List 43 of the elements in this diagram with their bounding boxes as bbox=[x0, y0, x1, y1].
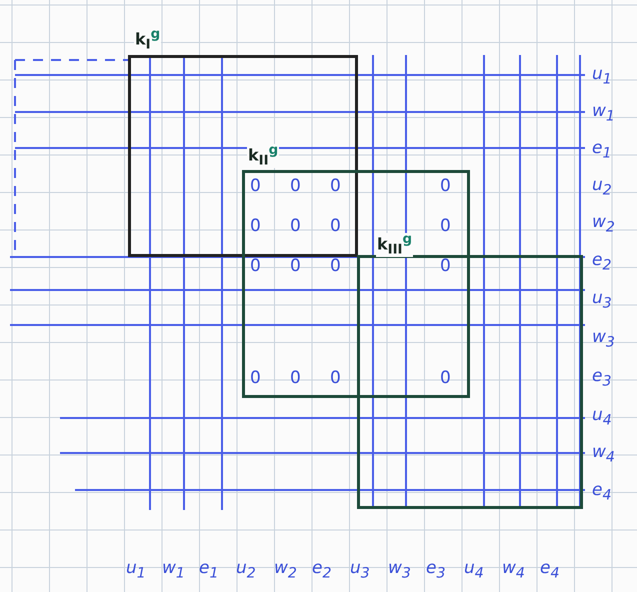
column-dof-label: e$_{3}$ bbox=[426, 560, 446, 581]
zero-entry: 0 bbox=[440, 370, 451, 387]
column-dof-label: w$_{4}$ bbox=[502, 560, 525, 581]
zero-entry: 0 bbox=[290, 258, 301, 275]
matrix-block bbox=[357, 255, 583, 509]
zero-entry: 0 bbox=[440, 258, 451, 275]
row-dof-label: e$_{4}$ bbox=[592, 482, 612, 503]
column-dof-label: u$_{4}$ bbox=[464, 560, 484, 581]
zero-entry: 0 bbox=[290, 178, 301, 195]
row-dof-label: w$_{3}$ bbox=[592, 329, 615, 350]
zero-entry: 0 bbox=[330, 178, 341, 195]
zero-entry: 0 bbox=[250, 218, 261, 235]
zero-entry: 0 bbox=[290, 218, 301, 235]
column-dof-label: e$_{4}$ bbox=[540, 560, 560, 581]
zero-entry: 0 bbox=[440, 218, 451, 235]
row-dof-label: w$_{4}$ bbox=[592, 444, 615, 465]
zero-entry: 0 bbox=[290, 370, 301, 387]
row-dof-label: u$_{2}$ bbox=[592, 177, 612, 198]
row-dof-label: w$_{1}$ bbox=[592, 103, 615, 124]
zero-entry: 0 bbox=[440, 178, 451, 195]
column-dof-label: w$_{3}$ bbox=[388, 560, 411, 581]
row-dof-label: u$_{3}$ bbox=[592, 290, 612, 311]
column-dof-label: u$_{3}$ bbox=[350, 560, 370, 581]
row-dof-label: e$_{1}$ bbox=[592, 140, 612, 161]
matrix-block bbox=[242, 170, 470, 398]
column-dof-label: e$_{2}$ bbox=[312, 560, 332, 581]
zero-entry: 0 bbox=[330, 218, 341, 235]
column-dof-label: e$_{1}$ bbox=[199, 560, 218, 581]
row-dof-label: u$_{1}$ bbox=[592, 66, 612, 87]
column-dof-label: w$_{1}$ bbox=[162, 560, 185, 581]
zero-entry: 0 bbox=[250, 258, 261, 275]
row-dof-label: u$_{4}$ bbox=[592, 407, 612, 428]
row-dof-label: e$_{2}$ bbox=[592, 252, 612, 273]
column-dof-label: u$_{1}$ bbox=[126, 560, 146, 581]
column-dof-label: w$_{2}$ bbox=[274, 560, 297, 581]
zero-entry: 0 bbox=[250, 178, 261, 195]
matrix-block bbox=[128, 55, 358, 257]
zero-entry: 0 bbox=[330, 258, 341, 275]
row-dof-label: e$_{3}$ bbox=[592, 368, 612, 389]
zero-entry: 0 bbox=[330, 370, 341, 387]
column-dof-label: u$_{2}$ bbox=[236, 560, 256, 581]
zero-entry: 0 bbox=[250, 370, 261, 387]
row-dof-label: w$_{2}$ bbox=[592, 214, 615, 235]
